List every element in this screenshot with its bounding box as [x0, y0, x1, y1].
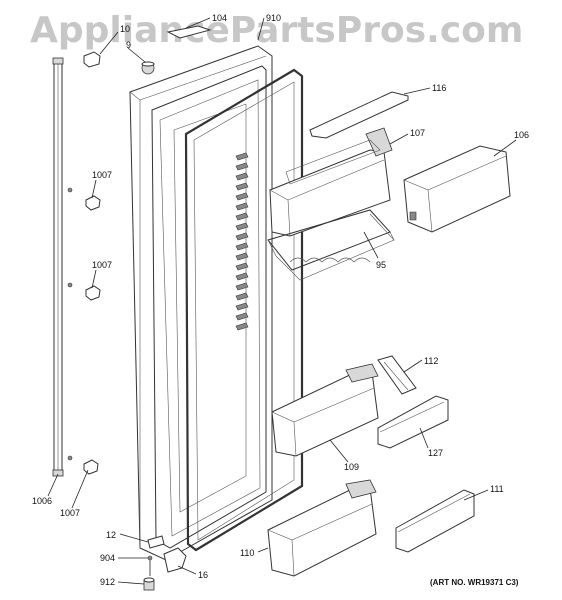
- callout-109: 109: [344, 462, 359, 472]
- small-hardware: [143, 535, 187, 591]
- callout-12: 12: [106, 530, 116, 540]
- callout-labels: 104 910 10 9 116 107 106 1007 1007 95 11…: [32, 13, 529, 587]
- shelf-clip: [235, 302, 249, 311]
- callout-111: 111: [490, 484, 504, 494]
- callout-107: 107: [410, 128, 425, 138]
- shelf-clip: [235, 322, 249, 331]
- callout-9: 9: [126, 40, 131, 50]
- shelf-clip: [235, 282, 249, 291]
- art-number: (ART NO. WR19371 C3): [430, 578, 519, 587]
- bin-cover-127: [377, 395, 449, 449]
- callout-16: 16: [198, 570, 208, 580]
- shelf-clip: [235, 272, 249, 281]
- callout-1006: 1006: [32, 496, 52, 506]
- callout-127: 127: [428, 448, 443, 458]
- bin-rail-116: [309, 91, 409, 139]
- callout-912: 912: [100, 577, 115, 587]
- shelf-clip: [235, 202, 249, 211]
- callout-104: 104: [212, 13, 227, 23]
- shelf-clip: [235, 192, 249, 201]
- shelf-clips: [235, 152, 249, 331]
- shelf-clip: [235, 152, 249, 161]
- shelf-clip: [235, 222, 249, 231]
- shelf-clip: [235, 232, 249, 241]
- door-liner: [151, 65, 267, 549]
- door-bin-107: [269, 127, 393, 237]
- callout-1007-top: 1007: [92, 170, 112, 180]
- callout-95: 95: [376, 260, 386, 270]
- hinge-rod: [52, 57, 73, 477]
- door-bin-109: [271, 363, 379, 457]
- shelf-clip: [235, 252, 249, 261]
- door-cap: [141, 25, 212, 75]
- door-gasket: [184, 68, 304, 552]
- shelf-clip: [235, 212, 249, 221]
- shelf-clip: [235, 162, 249, 171]
- callout-910: 910: [266, 13, 281, 23]
- door-bin-110: [267, 479, 377, 577]
- watermark: AppliancePartsPros.com: [30, 10, 524, 51]
- shelf-clip: [235, 292, 249, 301]
- shelf-clip: [235, 262, 249, 271]
- shelf-clip: [235, 172, 249, 181]
- dairy-cover-106: [403, 145, 511, 233]
- callout-1007-middle: 1007: [92, 260, 112, 270]
- callout-10: 10: [120, 24, 130, 34]
- shelf-clip: [235, 312, 249, 321]
- wire-rack-95: [267, 209, 395, 281]
- callout-110: 110: [240, 548, 254, 558]
- callout-1007-bottom: 1007: [60, 508, 80, 518]
- callout-116: 116: [432, 83, 446, 93]
- shelf-clip: [235, 242, 249, 251]
- callout-904: 904: [100, 553, 115, 563]
- callout-112: 112: [424, 356, 438, 366]
- shelf-clip: [235, 182, 249, 191]
- callout-106: 106: [514, 130, 529, 140]
- bin-trim-112: [377, 355, 417, 395]
- leader-lines: [47, 17, 517, 585]
- bin-cover-111: [395, 489, 475, 553]
